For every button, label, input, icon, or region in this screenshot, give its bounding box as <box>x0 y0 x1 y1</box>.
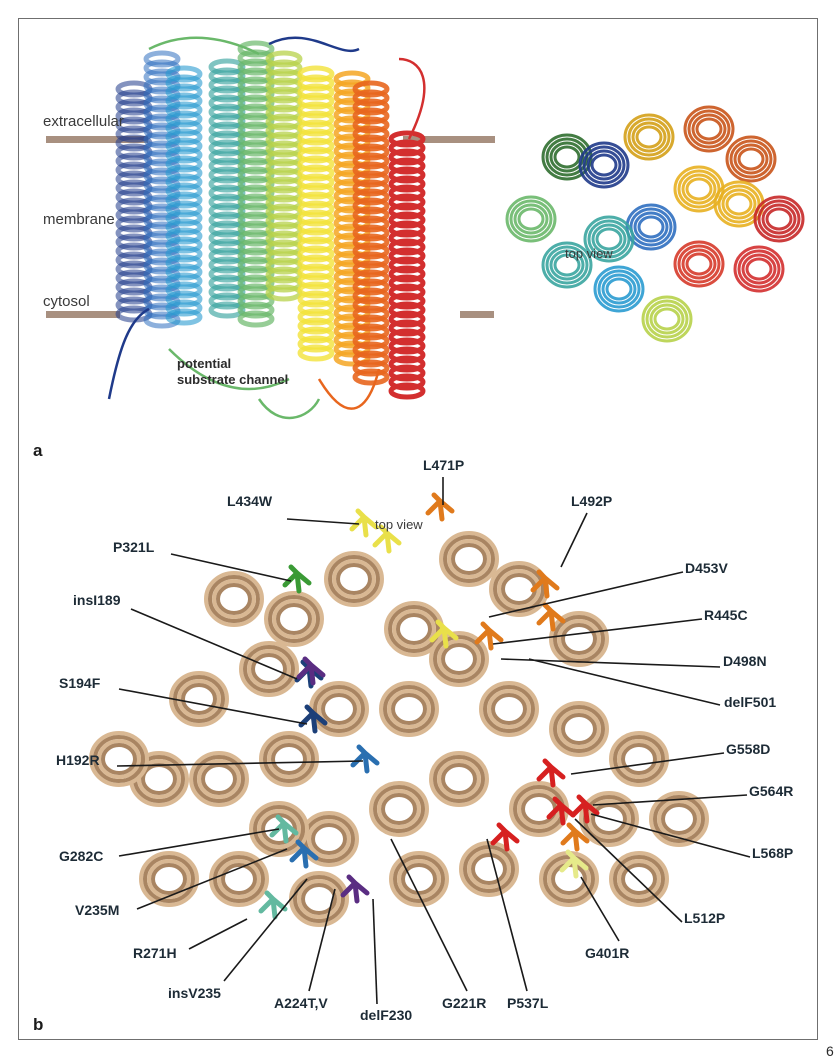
tan-helix <box>443 765 475 793</box>
top-view-label-a: top view <box>565 246 613 261</box>
label-S194F: S194F <box>59 675 100 691</box>
leader-line <box>561 513 587 567</box>
loop <box>399 59 424 139</box>
label-P321L: P321L <box>113 539 154 555</box>
mutation-residue <box>285 567 309 591</box>
label-D498N: D498N <box>723 653 767 669</box>
label-L471P: L471P <box>423 457 464 473</box>
tan-helix <box>313 825 345 853</box>
loop <box>269 38 359 51</box>
leader-line <box>373 899 377 1004</box>
label-L492P: L492P <box>571 493 612 509</box>
channel-label-line1: potential <box>177 356 231 371</box>
mutation-residue <box>428 495 452 519</box>
top-view-helix <box>639 217 663 237</box>
label-P537L: P537L <box>507 995 548 1011</box>
tan-helix <box>663 805 695 833</box>
label-G221R: G221R <box>442 995 486 1011</box>
label-delF501: delF501 <box>724 694 776 710</box>
helix-coil <box>300 347 332 359</box>
top-view-helix <box>592 155 616 175</box>
tan-helix <box>473 855 505 883</box>
tan-helix <box>338 565 370 593</box>
tan-helix <box>383 795 415 823</box>
tan-helix <box>563 715 595 743</box>
top-view-helix <box>555 147 579 167</box>
label-L434W: L434W <box>227 493 272 509</box>
top-view-helix <box>607 279 631 299</box>
helix-coil <box>240 313 272 325</box>
panel-b-helix-rings <box>91 533 707 925</box>
label-H192R: H192R <box>56 752 100 768</box>
tan-helix <box>453 545 485 573</box>
top-view-helix <box>767 209 791 229</box>
top-view-helix <box>697 119 721 139</box>
top-view-helix <box>687 179 711 199</box>
tan-helix <box>493 695 525 723</box>
tan-helix <box>563 625 595 653</box>
top-view-rings <box>507 107 803 341</box>
label-G564R: G564R <box>749 783 793 799</box>
leader-line <box>287 519 359 524</box>
panel-b-letter: b <box>33 1015 43 1035</box>
leader-line <box>309 889 335 991</box>
tan-helix <box>143 765 175 793</box>
tan-helix <box>153 865 185 893</box>
mutation-residue <box>261 893 285 917</box>
top-view-helix <box>637 127 661 147</box>
label-D453V: D453V <box>685 560 728 576</box>
tan-helix <box>278 605 310 633</box>
tan-helix <box>623 745 655 773</box>
helix-coil <box>391 385 423 397</box>
label-insV235: insV235 <box>168 985 221 1001</box>
label-G401R: G401R <box>585 945 629 961</box>
loop <box>259 399 319 418</box>
tan-helix <box>218 585 250 613</box>
tan-helix <box>183 685 215 713</box>
membrane-label: membrane <box>43 211 115 228</box>
mutation-residue <box>353 747 377 771</box>
tan-helix <box>323 695 355 723</box>
top-view-helix <box>739 149 763 169</box>
tan-helix <box>398 615 430 643</box>
extracellular-label: extracellular <box>43 113 124 130</box>
top-view-helix <box>747 259 771 279</box>
top-view-label-b: top view <box>375 517 423 532</box>
leader-line <box>189 919 247 949</box>
label-R271H: R271H <box>133 945 177 961</box>
label-L568P: L568P <box>752 845 793 861</box>
helix-coil <box>355 371 387 383</box>
cytosol-label: cytosol <box>43 293 90 310</box>
top-view-helix <box>687 254 711 274</box>
tan-helix <box>393 695 425 723</box>
label-G558D: G558D <box>726 741 770 757</box>
tan-helix <box>273 745 305 773</box>
top-view-helix <box>655 309 679 329</box>
loop <box>109 309 149 399</box>
panel-a-letter: a <box>33 441 42 461</box>
tan-helix <box>253 655 285 683</box>
side-view-helices <box>118 43 423 397</box>
label-insI189: insI189 <box>73 592 120 608</box>
figure-frame: extracellular membrane cytosol top view … <box>18 18 818 1040</box>
tan-helix <box>103 745 135 773</box>
tan-helix <box>553 865 585 893</box>
top-view-helix <box>519 209 543 229</box>
label-G282C: G282C <box>59 848 103 864</box>
label-L512P: L512P <box>684 910 725 926</box>
tan-helix <box>223 865 255 893</box>
label-A224TV: A224T,V <box>274 995 328 1011</box>
leader-line <box>489 572 683 617</box>
tan-helix <box>403 865 435 893</box>
tan-helix <box>203 765 235 793</box>
label-delF230: delF230 <box>360 1007 412 1023</box>
top-view-helix <box>727 194 751 214</box>
tan-helix <box>443 645 475 673</box>
label-R445C: R445C <box>704 607 748 623</box>
edge-number: 6 <box>826 1043 834 1059</box>
label-V235M: V235M <box>75 902 119 918</box>
channel-label-line2: substrate channel <box>177 372 288 387</box>
tan-helix <box>503 575 535 603</box>
